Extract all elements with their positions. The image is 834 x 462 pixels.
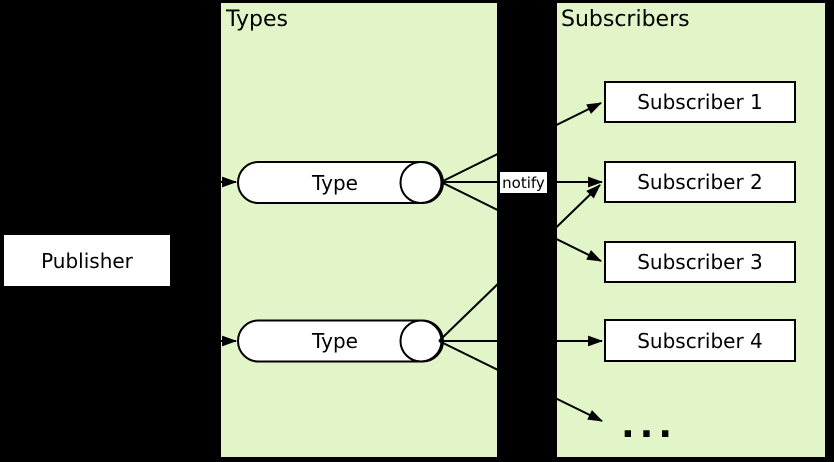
edge-label-notify-bg	[500, 172, 547, 193]
types-panel	[221, 3, 497, 457]
type-node-1-end-cap	[399, 161, 443, 204]
subscriber-node-3: Subscriber 3	[604, 241, 796, 283]
subscriber-node-1: Subscriber 1	[604, 81, 796, 123]
edge-label-notify-text: notify	[502, 174, 545, 192]
subscriber-node-1-box	[604, 81, 796, 123]
edge-label-notify: notify	[500, 172, 547, 193]
subscribers-panel	[557, 3, 825, 457]
types-panel-title: Types	[225, 7, 288, 32]
subscriber-node-4-label: Subscriber 4	[637, 329, 763, 353]
edge-type-2-to-more	[438, 340, 603, 422]
type-node-2: Type	[237, 319, 444, 363]
edge-type-2-to-subscriber-2	[438, 184, 601, 342]
subscriber-node-4-box	[604, 319, 796, 362]
type-node-2-end-cap	[399, 319, 443, 363]
subscriber-node-3-label: Subscriber 3	[637, 250, 763, 274]
type-node-2-label: Type	[311, 329, 358, 353]
subscriber-node-4: Subscriber 4	[604, 319, 796, 362]
subscriber-node-2-label: Subscriber 2	[637, 170, 763, 194]
subscriber-node-2-box	[604, 161, 796, 203]
subscriber-node-3-box	[604, 241, 796, 283]
edge-type-1-to-subscriber-3	[440, 181, 602, 262]
more-subscribers-ellipsis: ...	[621, 405, 677, 446]
publisher-node-label: Publisher	[41, 249, 134, 273]
subscriber-node-1-label: Subscriber 1	[637, 90, 763, 114]
subscriber-node-2: Subscriber 2	[604, 161, 796, 203]
type-node-1: Type	[237, 161, 444, 204]
edge-type-1-to-subscriber-1	[440, 102, 602, 183]
publisher-node-box	[2, 233, 172, 288]
publisher-node: Publisher	[2, 233, 172, 288]
type-node-1-label: Type	[311, 171, 358, 195]
subscribers-panel-title: Subscribers	[561, 7, 690, 32]
